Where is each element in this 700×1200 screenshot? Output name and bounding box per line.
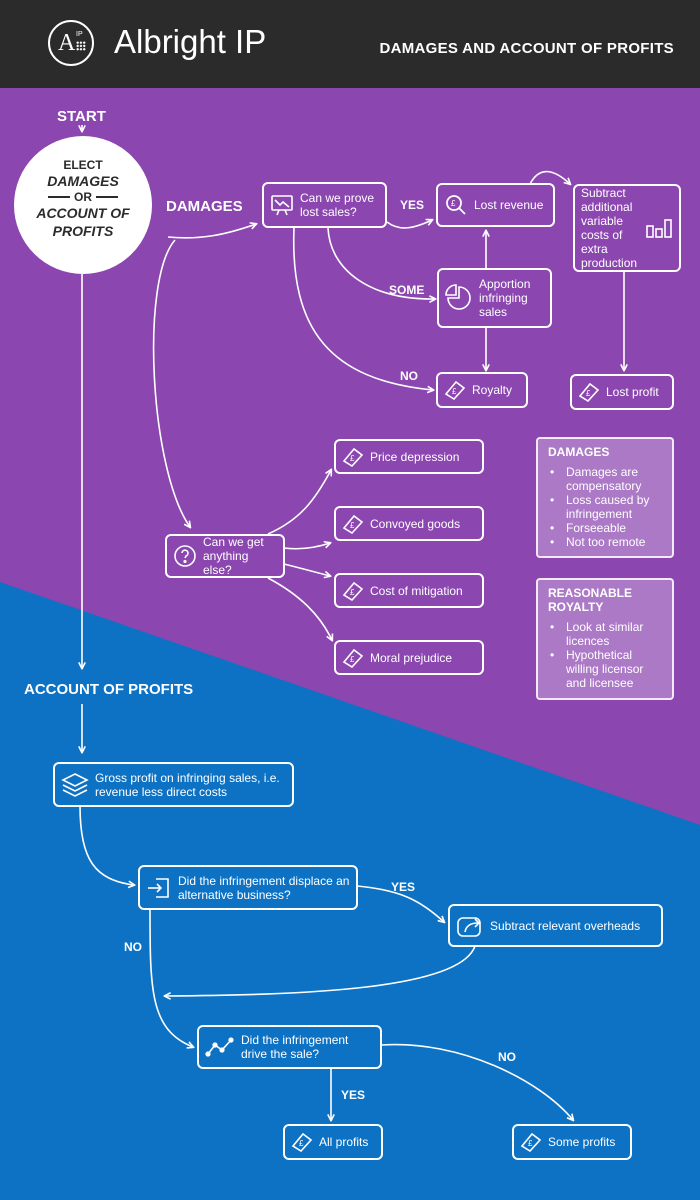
apportion-text: Apportion infringing sales <box>479 277 531 319</box>
banknote-icon: £ <box>342 514 364 534</box>
pie-chart-icon <box>445 284 473 312</box>
svg-text:£: £ <box>350 521 355 530</box>
banknote-icon: £ <box>291 1132 313 1152</box>
bar-chart-icon <box>645 217 675 239</box>
damages-label: DAMAGES <box>166 198 243 215</box>
drive-no-label: NO <box>498 1050 516 1064</box>
logo-letter: A <box>58 30 76 56</box>
all-profits-text: All profits <box>319 1135 369 1149</box>
subtract-costs-box: Subtract additional variable costs of ex… <box>573 184 681 272</box>
convoyed-goods-box: £ Convoyed goods <box>334 506 484 541</box>
logo-ip: IP <box>76 31 83 38</box>
royalty-box: £ Royalty <box>436 372 528 408</box>
damages-info-item: Loss caused by infringement <box>548 493 662 521</box>
displace-text: Did the infringement displace an alterna… <box>178 873 350 902</box>
question-icon <box>173 544 197 568</box>
displace-box: Did the infringement displace an alterna… <box>138 865 358 910</box>
magnifier-money-icon: £ <box>444 193 468 217</box>
elect-circle: ELECT DAMAGES OR ACCOUNT OF PROFITS <box>14 136 152 274</box>
lost-revenue-box: £ Lost revenue <box>436 183 555 227</box>
gross-profit-box: Gross profit on infringing sales, i.e. r… <box>53 762 294 807</box>
all-profits-box: £ All profits <box>283 1124 383 1160</box>
anything-else-text: Can we get anything else? <box>203 535 264 577</box>
banknote-icon: £ <box>342 648 364 668</box>
svg-text:£: £ <box>350 588 355 597</box>
apportion-box: Apportion infringing sales <box>437 268 552 328</box>
elect-aop-text-1: ACCOUNT OF <box>36 205 130 221</box>
damages-info-item: Not too remote <box>548 535 662 549</box>
some-profits-text: Some profits <box>548 1135 616 1149</box>
some-label: SOME <box>389 283 425 297</box>
damages-info-title: DAMAGES <box>548 445 610 459</box>
royalty-text: Royalty <box>472 383 513 397</box>
page-title: DAMAGES AND ACCOUNT OF PROFITS <box>379 40 674 57</box>
yes-label: YES <box>400 198 425 212</box>
elect-aop-text-2: PROFITS <box>52 223 114 239</box>
cost-of-mitigation-text: Cost of mitigation <box>370 583 463 598</box>
damages-info-item: Forseeable <box>548 521 662 535</box>
logo-dots <box>76 41 86 51</box>
layers-icon <box>61 772 89 798</box>
banknote-icon: £ <box>342 581 364 601</box>
lost-profit-box: £ Lost profit <box>570 374 674 410</box>
convoyed-goods-text: Convoyed goods <box>370 516 461 531</box>
drive-sale-text: Did the infringement drive the sale? <box>241 1033 349 1061</box>
no-label: NO <box>400 369 418 383</box>
svg-text:£: £ <box>452 387 457 396</box>
displace-no-label: NO <box>124 940 142 954</box>
logo-icon: A IP <box>48 20 94 66</box>
gross-profit-text: Gross profit on infringing sales, i.e. r… <box>95 770 280 799</box>
start-label: START <box>57 108 106 125</box>
svg-text:£: £ <box>528 1139 533 1148</box>
damages-info-item: Damages are compensatory <box>548 465 662 493</box>
account-of-profits-label: ACCOUNT OF PROFITS <box>24 681 194 698</box>
some-profits-box: £ Some profits <box>512 1124 632 1160</box>
lost-revenue-text: Lost revenue <box>474 198 544 212</box>
banknote-icon: £ <box>342 447 364 467</box>
svg-text:£: £ <box>350 454 355 463</box>
share-arrow-icon <box>456 914 484 938</box>
prove-lost-sales-text: Can we prove lost sales? <box>300 191 375 219</box>
overheads-box: Subtract relevant overheads <box>448 904 663 947</box>
presentation-chart-icon <box>270 194 294 216</box>
drive-yes-label: YES <box>341 1088 366 1102</box>
svg-text:£: £ <box>451 199 456 208</box>
price-depression-box: £ Price depression <box>334 439 484 474</box>
svg-text:£: £ <box>350 655 355 664</box>
elect-damages-text: DAMAGES <box>47 173 119 189</box>
overheads-text: Subtract relevant overheads <box>490 918 641 933</box>
svg-text:£: £ <box>586 389 591 398</box>
royalty-info-title: REASONABLE ROYALTY <box>548 586 633 614</box>
lost-profit-text: Lost profit <box>606 385 659 399</box>
or-text: OR <box>74 190 92 204</box>
svg-text:£: £ <box>299 1139 304 1148</box>
sign-in-icon <box>146 876 172 900</box>
banknote-icon: £ <box>444 380 466 400</box>
anything-else-box: Can we get anything else? <box>165 534 285 578</box>
prove-lost-sales-box: Can we prove lost sales? <box>262 182 387 228</box>
drive-sale-box: Did the infringement drive the sale? <box>197 1025 382 1069</box>
displace-yes-label: YES <box>391 880 416 894</box>
cost-of-mitigation-box: £ Cost of mitigation <box>334 573 484 608</box>
banknote-icon: £ <box>520 1132 542 1152</box>
header-bar: A IP Albright IP DAMAGES AND ACCOUNT OF … <box>0 0 700 88</box>
banknote-icon: £ <box>578 382 600 402</box>
moral-prejudice-box: £ Moral prejudice <box>334 640 484 675</box>
brand-name: Albright IP <box>114 23 267 60</box>
elect-text: ELECT <box>63 158 103 172</box>
or-divider: OR <box>14 190 152 204</box>
royalty-info-box: REASONABLE ROYALTY Look at similar licen… <box>536 578 674 700</box>
subtract-costs-text: Subtract additional variable costs of ex… <box>581 186 638 270</box>
damages-info-box: DAMAGES Damages are compensatory Loss ca… <box>536 437 674 558</box>
price-depression-text: Price depression <box>370 449 460 464</box>
line-graph-icon <box>205 1036 235 1058</box>
moral-prejudice-text: Moral prejudice <box>370 650 453 665</box>
royalty-info-item: Look at similar licences <box>548 620 662 648</box>
royalty-info-item: Hypothetical willing licensor and licens… <box>548 648 662 690</box>
